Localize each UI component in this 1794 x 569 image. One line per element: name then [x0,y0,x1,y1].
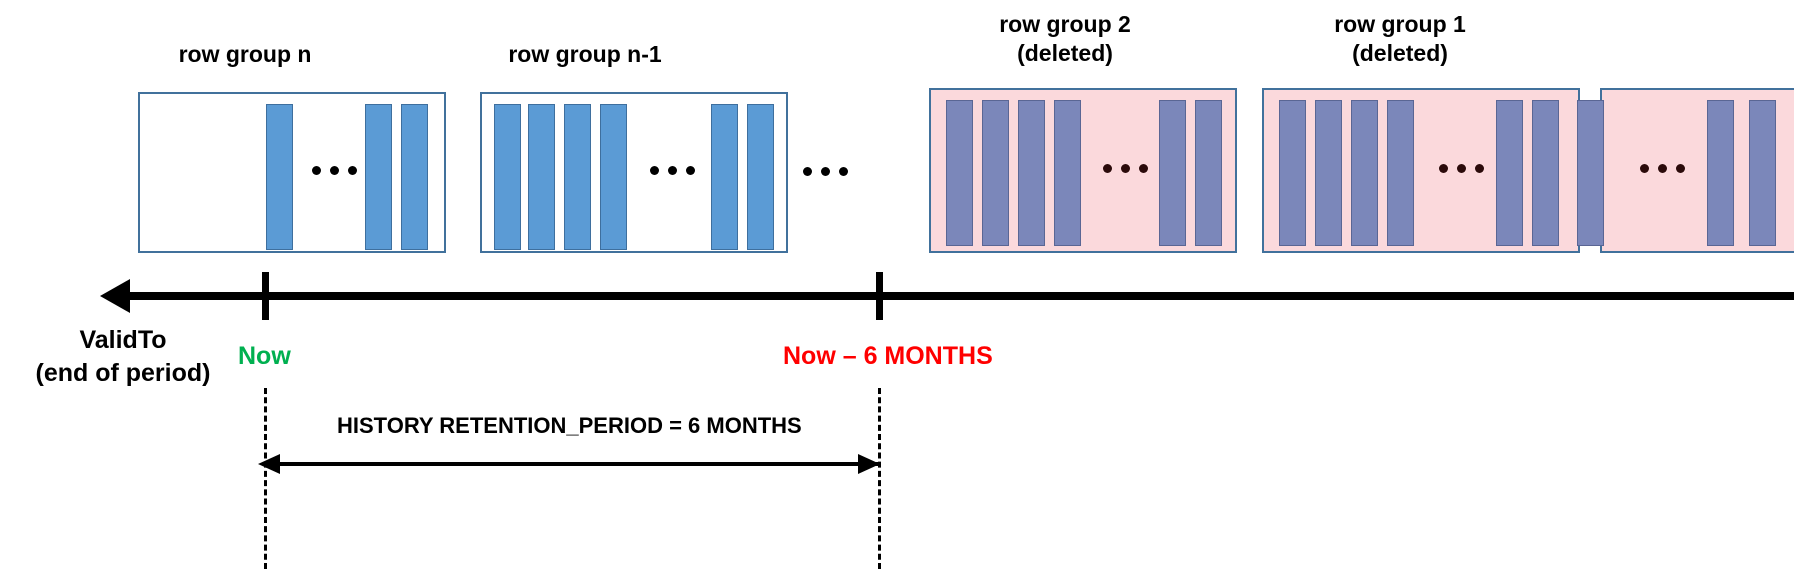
row-bar-deleted [1054,100,1081,246]
row-bar-deleted [982,100,1009,246]
retention-arrow-right-icon [858,454,880,474]
row-bar [564,104,591,250]
row-group-2-box [929,88,1237,253]
row-bar-deleted [1387,100,1414,246]
row-bar [266,104,293,250]
row-bar-deleted [1018,100,1045,246]
row-bar-deleted [1496,100,1523,246]
row-group-n-minus-1-ellipsis-icon [650,166,695,175]
row-group-1-label: row group 1 (deleted) [1334,11,1466,67]
row-bar-deleted [946,100,973,246]
row-bar-deleted [1159,100,1186,246]
row-bar [401,104,428,250]
row-bar [365,104,392,250]
row-group-n-label: row group n [178,41,312,67]
marker-label-now-minus-6-months: Now – 6 MONTHS [783,342,993,370]
row-bar-deleted [1707,100,1734,246]
row-group-2-ellipsis-icon [1103,164,1148,173]
timeline-arrow-left-icon [100,279,130,313]
row-bar [528,104,555,250]
row-bar [747,104,774,250]
row-group-1-box [1262,88,1580,253]
row-bar-deleted [1315,100,1342,246]
marker-label-now: Now [238,342,291,370]
row-bar-deleted [1351,100,1378,246]
retention-period-arrow-line [265,462,879,466]
row-group-n-ellipsis-icon [312,166,357,175]
row-group-n-box [138,92,446,253]
row-group-n-minus-1-box [480,92,788,253]
retention-arrow-left-icon [258,454,280,474]
row-group-n-minus-1-label: row group n-1 [508,41,662,67]
tick-now-minus-6-months [876,272,883,320]
axis-label-validto: ValidTo (end of period) [35,326,211,387]
row-bar-deleted [1577,100,1604,246]
row-bar [711,104,738,250]
retention-period-label: HISTORY RETENTION_PERIOD = 6 MONTHS [337,413,802,438]
tick-now [262,272,269,320]
row-group-clipped-ellipsis-icon [1640,164,1685,173]
row-bar-deleted [1749,100,1776,246]
row-bar-deleted [1195,100,1222,246]
row-group-1-ellipsis-icon [1439,164,1484,173]
row-bar-deleted [1532,100,1559,246]
guide-line-now [264,388,267,569]
guide-line-now-minus-6-months [878,388,881,569]
row-bar [600,104,627,250]
row-bar-deleted [1279,100,1306,246]
row-bar [494,104,521,250]
inter-group-ellipsis-icon [803,167,848,176]
row-group-clipped-box [1577,88,1794,253]
timeline-axis [128,292,1794,300]
row-group-2-label: row group 2 (deleted) [999,11,1131,67]
